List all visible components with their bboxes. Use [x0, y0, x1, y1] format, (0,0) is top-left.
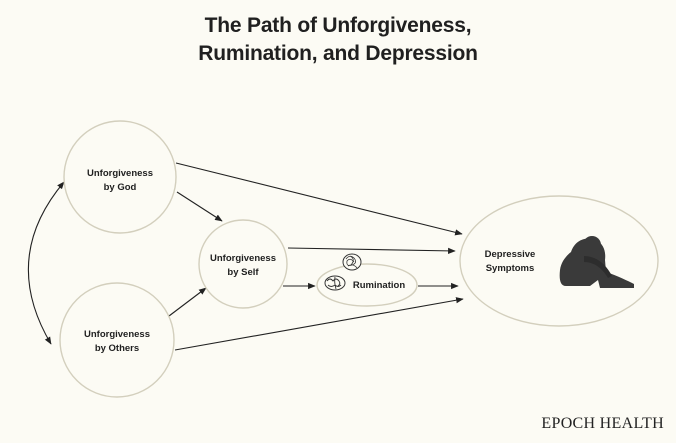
arrow-self-depression	[287, 247, 456, 254]
title-line-2: Rumination, and Depression	[198, 42, 478, 65]
node-unforgiveness-by-others: Unforgiveness by Others	[59, 282, 175, 398]
title-line-1: The Path of Unforgiveness,	[204, 14, 472, 37]
tangled-thought-icon	[342, 253, 362, 271]
node-others-line1: Unforgiveness	[84, 329, 150, 340]
brain-icon	[324, 275, 346, 291]
node-depressive-symptoms: Depressive Symptoms	[459, 195, 659, 327]
brand-logo: EPOCH HEALTH	[541, 415, 664, 432]
connector-arrows	[27, 162, 464, 351]
arrow-god-depression	[175, 162, 463, 236]
node-rumination: Rumination	[316, 253, 418, 307]
arrow-others-depression	[174, 297, 464, 351]
page-title: The Path of Unforgiveness, Rumination, a…	[0, 12, 676, 68]
arrow-god-others	[27, 181, 65, 345]
arrow-god-self	[176, 191, 223, 222]
node-unforgiveness-by-self: Unforgiveness by Self	[198, 219, 288, 309]
node-rumination-label: Rumination	[353, 280, 405, 291]
node-depression-line1: Depressive	[485, 249, 536, 260]
arrow-others-self	[168, 287, 207, 317]
node-unforgiveness-by-god: Unforgiveness by God	[63, 120, 177, 234]
node-others-line2: by Others	[95, 343, 139, 354]
node-god-line1: Unforgiveness	[87, 168, 153, 179]
sad-person-icon	[559, 236, 634, 288]
node-self-line1: Unforgiveness	[210, 253, 276, 264]
node-god-line2: by God	[104, 182, 137, 193]
node-depression-line2: Symptoms	[486, 263, 535, 274]
node-self-line2: by Self	[227, 267, 259, 278]
